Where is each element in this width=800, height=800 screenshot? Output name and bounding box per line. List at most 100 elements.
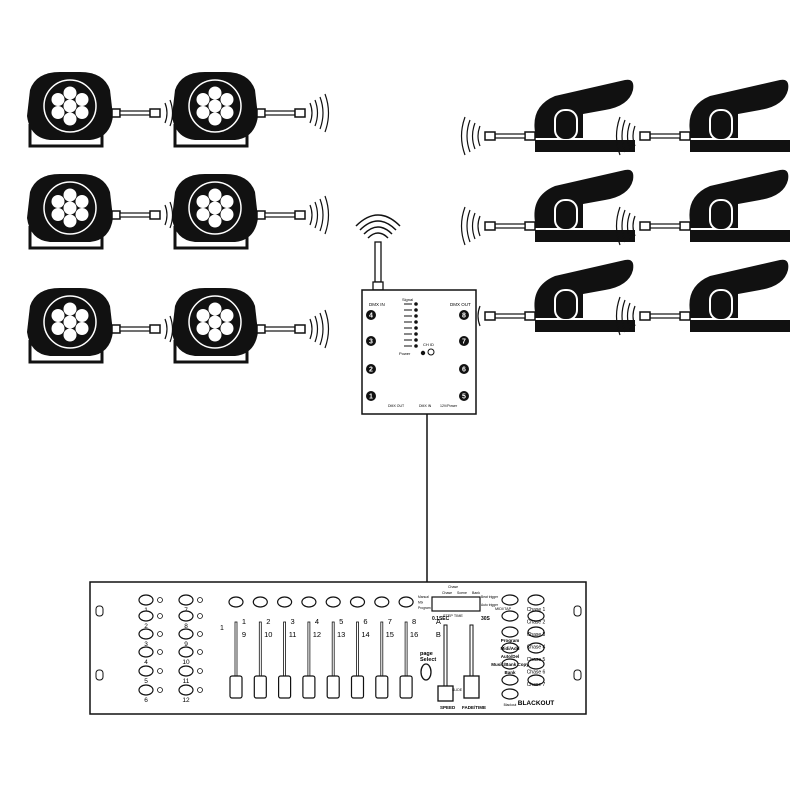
scanner-button[interactable] bbox=[138, 628, 154, 640]
scanner-button[interactable] bbox=[138, 594, 154, 606]
led-dot bbox=[414, 302, 418, 306]
scanner-button[interactable] bbox=[138, 646, 154, 658]
flash-button[interactable] bbox=[325, 596, 341, 608]
flash-button[interactable] bbox=[349, 596, 366, 608]
port-number: 6 bbox=[462, 367, 466, 374]
scanner-number: 8 bbox=[184, 623, 188, 630]
chase-button[interactable] bbox=[527, 610, 545, 622]
function-button[interactable] bbox=[501, 594, 519, 606]
step-time-label: STEP TIME bbox=[443, 614, 463, 618]
chase-button[interactable] bbox=[527, 626, 545, 638]
moving-head-fixture bbox=[615, 258, 791, 336]
port-right bbox=[459, 364, 469, 374]
channel-fader[interactable] bbox=[302, 675, 316, 699]
channel-fader[interactable] bbox=[350, 675, 365, 699]
chase-label: Chase 4 bbox=[527, 645, 546, 651]
fader-top-number: 3 bbox=[291, 617, 295, 626]
par-light-fixture bbox=[170, 70, 330, 148]
flash-button[interactable] bbox=[277, 596, 293, 608]
fader-top-number: 5 bbox=[339, 617, 343, 626]
function-button[interactable] bbox=[501, 674, 519, 686]
scanner-button[interactable] bbox=[138, 665, 154, 677]
function-label: Midi/Add bbox=[501, 646, 520, 651]
fader-top-number: 4 bbox=[315, 617, 319, 626]
port-left bbox=[366, 310, 376, 320]
scanner-led bbox=[197, 687, 203, 693]
par-light-fixture bbox=[25, 286, 185, 364]
scanner-button[interactable] bbox=[178, 594, 194, 606]
chase-button[interactable] bbox=[527, 674, 545, 686]
scanner-led bbox=[157, 613, 163, 619]
display-left-label: Manual bbox=[418, 595, 429, 599]
display-mode-label: Scene bbox=[457, 591, 467, 595]
blackout-button[interactable] bbox=[501, 688, 519, 700]
led-dot bbox=[414, 314, 418, 318]
scanner-button[interactable] bbox=[178, 684, 194, 696]
transmitter-housing bbox=[361, 289, 477, 415]
chase-button[interactable] bbox=[527, 658, 545, 670]
flash-button[interactable] bbox=[228, 596, 244, 608]
status-led bbox=[420, 350, 426, 356]
scanner-button[interactable] bbox=[178, 646, 194, 658]
chase-button[interactable] bbox=[527, 594, 545, 606]
channel-fader[interactable] bbox=[278, 675, 292, 699]
port-right bbox=[459, 310, 469, 320]
fade-fader[interactable] bbox=[463, 675, 480, 699]
par-light-fixture bbox=[25, 172, 185, 250]
blackout-label: BLACKOUT bbox=[518, 700, 554, 707]
port-left bbox=[366, 391, 376, 401]
function-button[interactable] bbox=[501, 610, 519, 622]
scanner-button[interactable] bbox=[178, 628, 194, 640]
channel-fader[interactable] bbox=[375, 675, 389, 699]
port-right bbox=[459, 391, 469, 401]
scanner-button[interactable] bbox=[178, 665, 194, 677]
flash-button[interactable] bbox=[252, 596, 268, 608]
port-number: 2 bbox=[369, 367, 373, 374]
scanner-number: 12 bbox=[182, 697, 190, 704]
flash-button[interactable] bbox=[301, 596, 317, 608]
display-right-label: Auto trigger bbox=[481, 603, 499, 607]
fader-bottom-number: 16 bbox=[410, 630, 418, 639]
scanner-number: 5 bbox=[144, 678, 148, 685]
channel-fader[interactable] bbox=[399, 675, 413, 699]
scanner-button[interactable] bbox=[138, 684, 154, 696]
dmx-out-label: DMX OUT bbox=[450, 302, 471, 307]
port-left bbox=[366, 364, 376, 374]
time-max-label: 30S bbox=[481, 616, 491, 622]
chase-button[interactable] bbox=[527, 642, 545, 654]
dmx-out-bottom-label: DMX OUT bbox=[388, 404, 405, 408]
wireless-dmx-transmitter: DMX IN DMX OUT Signal Power CH ID DMX OU… bbox=[355, 214, 477, 415]
function-button[interactable] bbox=[501, 658, 519, 670]
fader-bottom-number: 9 bbox=[242, 630, 246, 639]
scanner-led bbox=[197, 613, 203, 619]
channel-fader[interactable] bbox=[229, 675, 243, 699]
chase-label: Chase 6 bbox=[527, 670, 546, 676]
scanner-button[interactable] bbox=[138, 610, 154, 622]
function-button[interactable] bbox=[501, 642, 519, 654]
display-right-label: Beat trigger bbox=[481, 595, 499, 599]
scanner-led bbox=[157, 631, 163, 637]
scanner-number: 6 bbox=[144, 697, 148, 704]
page-select-button[interactable] bbox=[420, 663, 432, 681]
function-label: Music/Bank Copy bbox=[491, 662, 529, 667]
port-number: 5 bbox=[462, 394, 466, 401]
speed-fader[interactable] bbox=[437, 685, 454, 702]
flash-button[interactable] bbox=[398, 596, 414, 608]
function-button[interactable] bbox=[501, 626, 519, 638]
dmx-in-label: DMX IN bbox=[369, 302, 385, 307]
scanner-button[interactable] bbox=[178, 610, 194, 622]
channel-fader[interactable] bbox=[253, 675, 267, 699]
signal-led-bars bbox=[404, 302, 418, 348]
fader-bottom-number: 12 bbox=[313, 630, 321, 639]
signal-label: Signal bbox=[402, 297, 413, 302]
flash-button[interactable] bbox=[374, 596, 390, 608]
channel-fader[interactable] bbox=[326, 675, 340, 699]
chase-label: Chase 2 bbox=[527, 620, 546, 626]
moving-head-fixture bbox=[460, 168, 636, 246]
midi-tap-label: MIDI/TAP bbox=[495, 607, 512, 611]
par-light-fixture bbox=[25, 70, 185, 148]
